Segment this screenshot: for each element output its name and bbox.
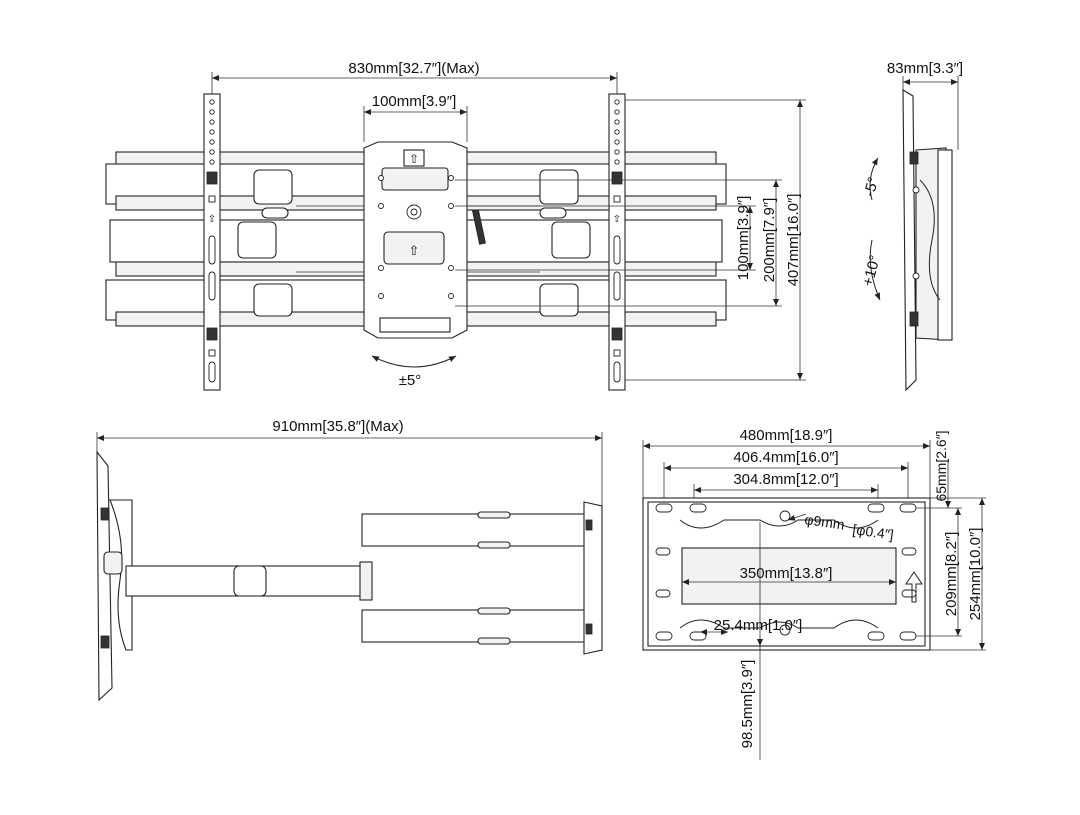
extended-view: 910mm[35.8″](Max) (96, 418, 603, 702)
side-view: 83mm[3.3″] -5° +10° (859, 60, 963, 392)
side-depth-label: 83mm[3.3″] (887, 60, 963, 77)
up-arrow-icon: ⇧ (409, 152, 419, 166)
left-tv-rail: ⇧ (203, 93, 221, 391)
tilt-up-label: -5° (861, 175, 882, 198)
left-hinges (237, 169, 293, 317)
dim-406-label: 406.4mm[16.0″] (733, 449, 838, 466)
dim-v407-label: 407mm[16.0″] (785, 194, 802, 287)
dim-25-label: 25.4mm[1.0″] (714, 617, 803, 634)
dim-98-label: 98.5mm[3.9″] (739, 660, 756, 749)
dim-100-label: 100mm[3.9″] (372, 93, 457, 110)
up-arrow-icon (905, 571, 923, 603)
dim-480-label: 480mm[18.9″] (740, 427, 833, 444)
front-view: 830mm[32.7″](Max) 100mm[3.9″] (105, 60, 806, 391)
dim-v200-label: 200mm[7.9″] (761, 198, 778, 283)
svg-text:⇧: ⇧ (208, 214, 216, 225)
dim-254-label: 254mm[10.0″] (967, 528, 984, 621)
tilt-down-label: +10° (859, 253, 884, 288)
up-arrow-icon: ⇧ (409, 243, 420, 258)
tilt-arrow-icon (869, 239, 881, 301)
dim-910-label: 910mm[35.8″](Max) (272, 418, 403, 435)
dim-830-label: 830mm[32.7″](Max) (348, 60, 479, 77)
tilt-arrow-icon (869, 157, 879, 201)
right-hinges (539, 169, 591, 317)
dim-209-label: 209mm[8.2″] (943, 532, 960, 617)
hole-dia-label-b: [φ0.4″] (852, 521, 895, 543)
svg-text:⇧: ⇧ (613, 214, 621, 225)
hole-dia-label-a: φ9mm (804, 511, 846, 532)
right-tv-rail: ⇧ (608, 93, 626, 391)
dim-v100-label: 100mm[3.9″] (735, 196, 752, 281)
dim-350-label: 350mm[13.8″] (740, 565, 833, 582)
dim-304-label: 304.8mm[12.0″] (733, 471, 838, 488)
swivel-arrow-icon (371, 355, 457, 368)
wall-plate-view: 480mm[18.9″] 406.4mm[16.0″] 304.8mm[12.0… (642, 427, 986, 760)
swivel-label: ±5° (399, 372, 422, 389)
dim-65-label: 65mm[2.6″] (933, 430, 949, 501)
